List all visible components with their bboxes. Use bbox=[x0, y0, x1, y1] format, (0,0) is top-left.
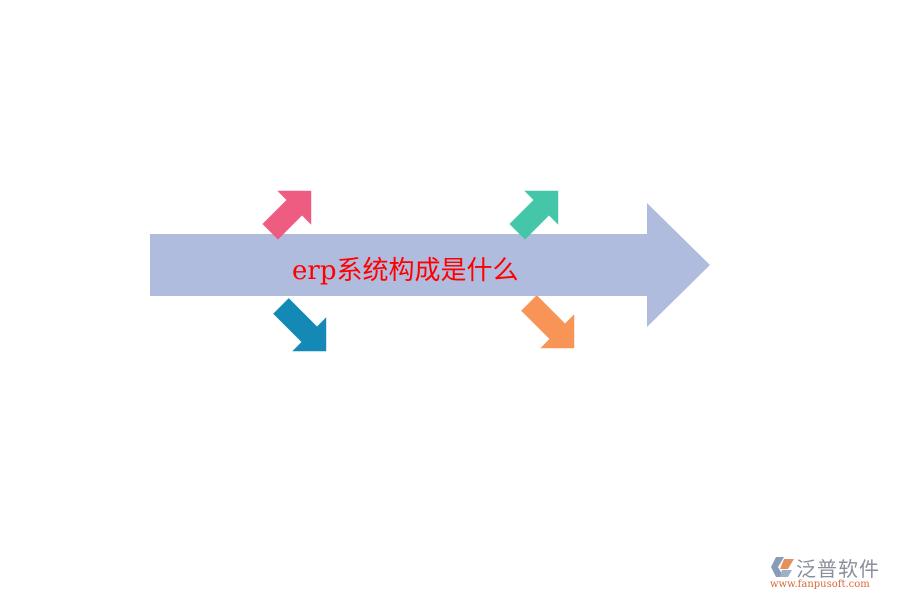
watermark-url: www.fanpusoft.com bbox=[770, 579, 870, 590]
branch-arrow-top-right bbox=[509, 190, 559, 240]
branch-arrow-top-left bbox=[262, 190, 312, 240]
watermark-logo: 泛普软件 www.fanpusoft.com bbox=[768, 553, 893, 593]
watermark-name: 泛普软件 bbox=[796, 557, 880, 581]
diagram-title: erp系统构成是什么 bbox=[292, 256, 519, 286]
branch-arrow-bottom-right bbox=[521, 295, 575, 349]
branch-arrow-bottom-left bbox=[273, 298, 327, 352]
main-arrow bbox=[150, 203, 710, 327]
fanpu-logo-icon bbox=[771, 557, 794, 577]
